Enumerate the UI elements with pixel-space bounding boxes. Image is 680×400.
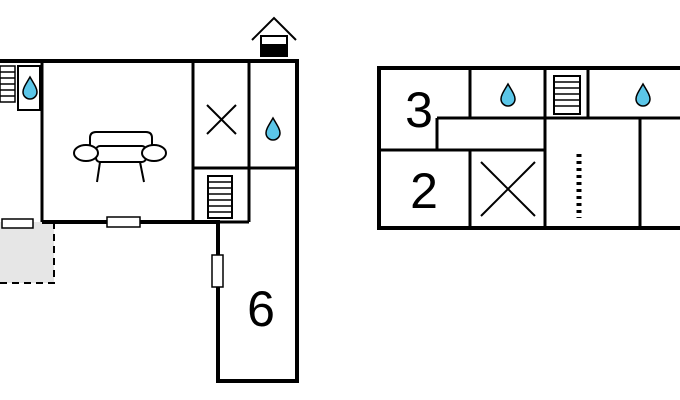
window-icon (106, 216, 141, 228)
water-drop-icon (22, 76, 38, 100)
window-icon (211, 254, 224, 288)
stairs-icon (553, 75, 581, 115)
room-number-6: 6 (247, 281, 275, 337)
void-cross-icon (206, 104, 237, 135)
stairs-icon (0, 65, 16, 103)
left-floor: 6 (0, 16, 299, 383)
room-number-2: 2 (410, 163, 438, 219)
terrace-area (0, 222, 54, 283)
terrace-dashed-border (0, 222, 55, 284)
outer-wall (377, 66, 680, 230)
water-drop-icon (635, 83, 651, 107)
small-bathroom (17, 65, 41, 111)
water-drop-icon (500, 83, 516, 107)
water-drop-icon (265, 117, 281, 141)
room-number-3: 3 (405, 82, 433, 138)
sofa-icon (73, 131, 167, 183)
window-icon (1, 218, 34, 229)
right-floor: 3 2 (377, 66, 680, 230)
chimney-icon (251, 16, 297, 57)
void-cross-icon (480, 161, 536, 217)
stairs-icon (207, 175, 233, 219)
